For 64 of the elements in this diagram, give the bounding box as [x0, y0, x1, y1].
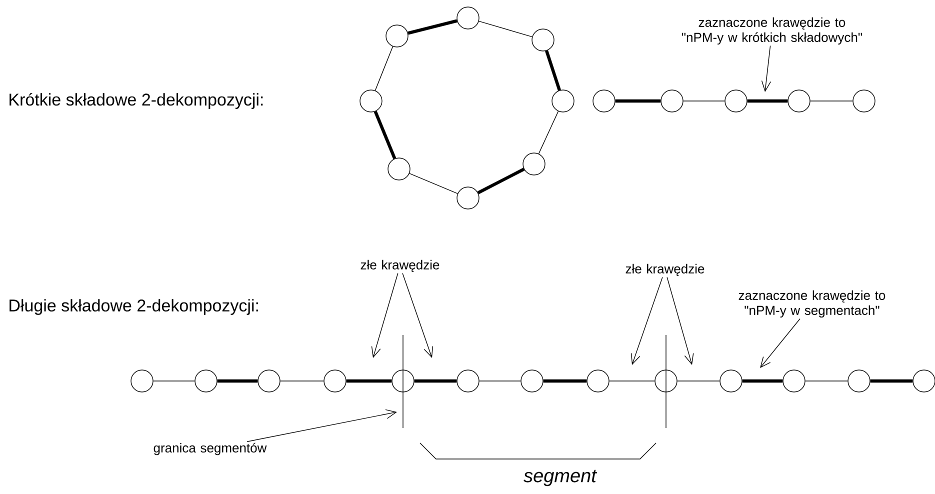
section-heading: Krótkie składowe 2-dekompozycji: [10, 92, 263, 109]
annotation-text: zaznaczone krawędzie to "nPM-y w segmentach" [738, 290, 886, 318]
annotation-text: granica segmentów [154, 442, 267, 456]
leader-arrow [402, 272, 434, 358]
graph-edge [374, 46, 394, 91]
graph-edge [747, 99, 788, 103]
graph-edge [414, 379, 457, 383]
vertex-circle [788, 90, 810, 112]
vertex-circle [782, 370, 806, 392]
graph-edge [408, 19, 458, 35]
leader-arrow [760, 318, 800, 368]
graph-edge [810, 100, 853, 102]
graph-edge [478, 20, 532, 38]
graph-edge [543, 379, 587, 383]
graph-edge [477, 168, 525, 194]
leader-arrow [630, 276, 663, 365]
vertex-circle [660, 90, 684, 112]
vertex-circle [552, 90, 574, 112]
vertex-circle [194, 370, 218, 392]
graph-edge [280, 380, 324, 382]
graph-edge [346, 379, 392, 383]
graph-edge [409, 173, 458, 194]
vertex-circle [388, 158, 410, 180]
leader-arrow [246, 409, 397, 442]
vertex-circle [392, 370, 414, 392]
graph-edge [677, 380, 720, 382]
segment-label: segment [524, 470, 598, 486]
vertex-circle [654, 370, 678, 392]
vertex-circle [324, 370, 346, 392]
vertex-circle [456, 370, 480, 392]
vertex-circle [386, 24, 408, 48]
vertex-circle [532, 28, 554, 52]
vertex-circle [522, 152, 546, 176]
vertex-circle [130, 370, 154, 392]
leader-arrow [371, 272, 398, 358]
graph-edge [545, 50, 561, 91]
graph-edge [479, 380, 521, 382]
vertex-circle [586, 370, 610, 392]
vertex-circle [720, 370, 742, 392]
vertex-circle [724, 90, 748, 112]
annotation-text: złe krawędzie [360, 260, 440, 272]
graph-edge [683, 100, 725, 102]
graph-edge [217, 379, 258, 383]
graph-edge [153, 380, 195, 382]
leader-arrow [666, 276, 694, 365]
graph-edge [609, 380, 655, 382]
vertex-circle [848, 370, 870, 392]
section-heading: Długie składowe 2-dekompozycji: [10, 299, 258, 315]
graph-edge [538, 110, 559, 154]
graph-edge [870, 379, 913, 383]
vertex-circle [258, 370, 280, 392]
leader-arrow [761, 45, 772, 92]
vertex-circle [456, 186, 480, 210]
graph-edge [615, 99, 661, 103]
vertex-circle [456, 6, 480, 30]
vertex-circle [592, 90, 616, 112]
vertex-circle [520, 370, 544, 392]
graph-edge [742, 379, 783, 383]
vertex-circle [852, 90, 876, 112]
annotation-text: złe krawędzie [626, 264, 704, 276]
graph-edge [374, 110, 396, 160]
annotation-text: zaznaczone krawędzie to "nPM-y w krótkich składowych" [682, 17, 862, 45]
graph-edge [805, 380, 848, 382]
vertex-circle [360, 90, 382, 112]
